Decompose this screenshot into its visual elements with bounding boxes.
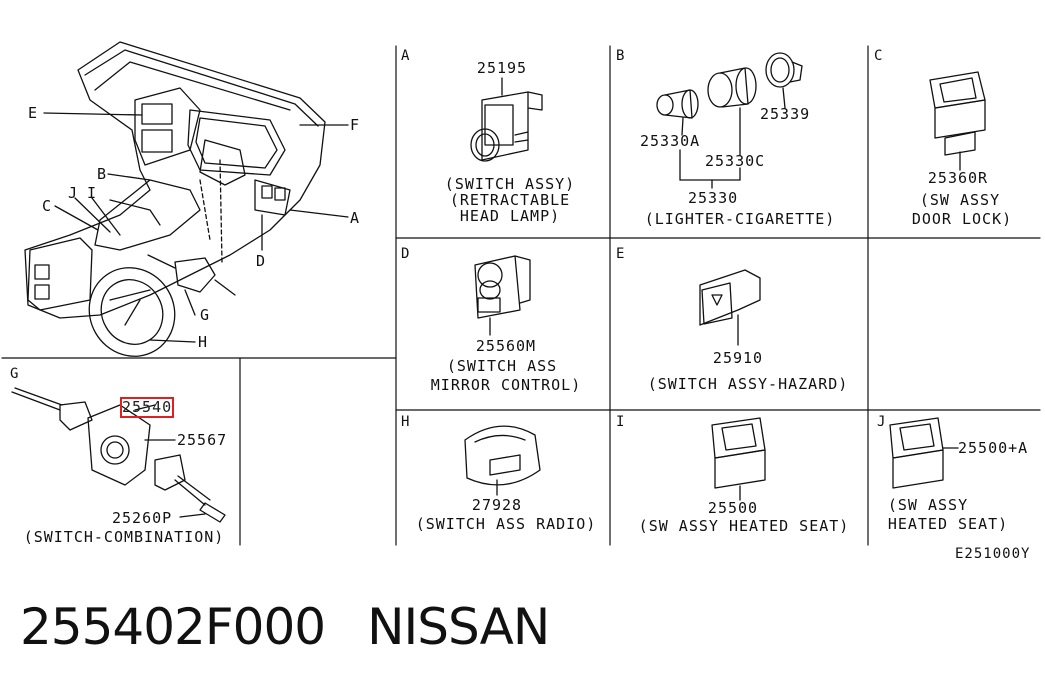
panel-d-desc-2: MIRROR CONTROL) <box>430 376 582 394</box>
callout-b: B <box>97 165 108 183</box>
panel-g-part-25540-highlighted: 25540 <box>119 397 175 418</box>
panel-b-desc: (LIGHTER-CIGARETTE) <box>644 210 836 228</box>
panel-c-desc-1: (SW ASSY <box>919 191 1001 209</box>
panel-j-letter: J <box>877 414 887 430</box>
panel-b-part-25330a: 25330A <box>640 132 701 150</box>
panel-a-desc-1: (SWITCH ASSY) <box>444 175 576 193</box>
panel-j-desc-1: (SW ASSY <box>887 496 969 514</box>
callout-a: A <box>350 209 361 227</box>
callout-c: C <box>42 197 53 215</box>
panel-e-desc: (SWITCH ASSY-HAZARD) <box>647 375 849 393</box>
panel-d-letter: D <box>401 246 411 262</box>
panel-j-seat-drawing <box>889 417 959 489</box>
panel-g-part-25567: 25567 <box>177 431 228 449</box>
panel-h-desc: (SWITCH ASS RADIO) <box>415 515 597 533</box>
footer-caption: 255402F000 NISSAN <box>20 598 591 656</box>
panel-c-desc-2: DOOR LOCK) <box>911 210 1013 228</box>
panel-g-combination-drawing <box>11 387 226 523</box>
callout-g: G <box>200 306 211 324</box>
footer-brand: NISSAN <box>367 598 550 656</box>
panel-d-part: 25560M <box>475 337 537 355</box>
callout-i: I <box>87 184 98 202</box>
panel-b-letter: B <box>616 48 626 64</box>
panel-b-part-25330c: 25330C <box>705 152 766 170</box>
panel-b-part-25339: 25339 <box>760 105 811 123</box>
panel-e-hazard-drawing <box>699 269 761 346</box>
panel-i-part: 25500 <box>707 499 759 517</box>
panel-e-part: 25910 <box>712 349 764 367</box>
panel-a-part: 25195 <box>476 59 528 77</box>
panel-i-desc: (SW ASSY HEATED SEAT) <box>638 517 850 535</box>
diagram-code: E251000Y <box>955 546 1031 562</box>
panel-e-letter: E <box>616 246 626 262</box>
panel-c-doorlock-drawing <box>929 71 986 171</box>
panel-c-letter: C <box>874 48 884 64</box>
panel-a-desc-2: (RETRACTABLE <box>449 191 571 209</box>
panel-d-desc-1: (SWITCH ASS <box>446 357 558 375</box>
panel-g-part-25260p: 25260P <box>112 509 173 527</box>
panel-i-letter: I <box>616 414 626 430</box>
panel-a-desc-3: HEAD LAMP) <box>459 207 561 225</box>
panel-c-part: 25360R <box>927 169 989 187</box>
panel-b-part-25330: 25330 <box>688 189 739 207</box>
panel-j-desc-2: HEATED SEAT) <box>887 515 1009 533</box>
panel-d-mirror-drawing <box>474 255 531 336</box>
footer-part-number: 255402F000 <box>20 598 326 656</box>
callout-d: D <box>256 252 267 270</box>
panel-h-letter: H <box>401 414 411 430</box>
panel-h-radio-drawing <box>464 425 541 496</box>
diagram-linework <box>1 41 1041 546</box>
panel-a-switch-drawing <box>470 77 543 162</box>
grid-lines <box>1 45 1041 546</box>
panel-i-seat-drawing <box>711 417 766 501</box>
callout-e: E <box>28 104 39 122</box>
panel-g-letter: G <box>10 366 20 382</box>
panel-g-desc: (SWITCH-COMBINATION) <box>23 528 225 546</box>
dashboard-drawing <box>24 41 349 357</box>
panel-h-part: 27928 <box>471 496 523 514</box>
parts-diagram: E F B J I C A D G H A 25195 (SWITCH ASSY… <box>1 41 1041 562</box>
callout-f: F <box>350 116 361 134</box>
panel-b-lighter-drawing <box>656 52 803 189</box>
callout-h: H <box>198 333 209 351</box>
panel-a-letter: A <box>401 48 411 64</box>
panel-j-part: 25500+A <box>958 439 1029 457</box>
callout-j: J <box>68 184 79 202</box>
